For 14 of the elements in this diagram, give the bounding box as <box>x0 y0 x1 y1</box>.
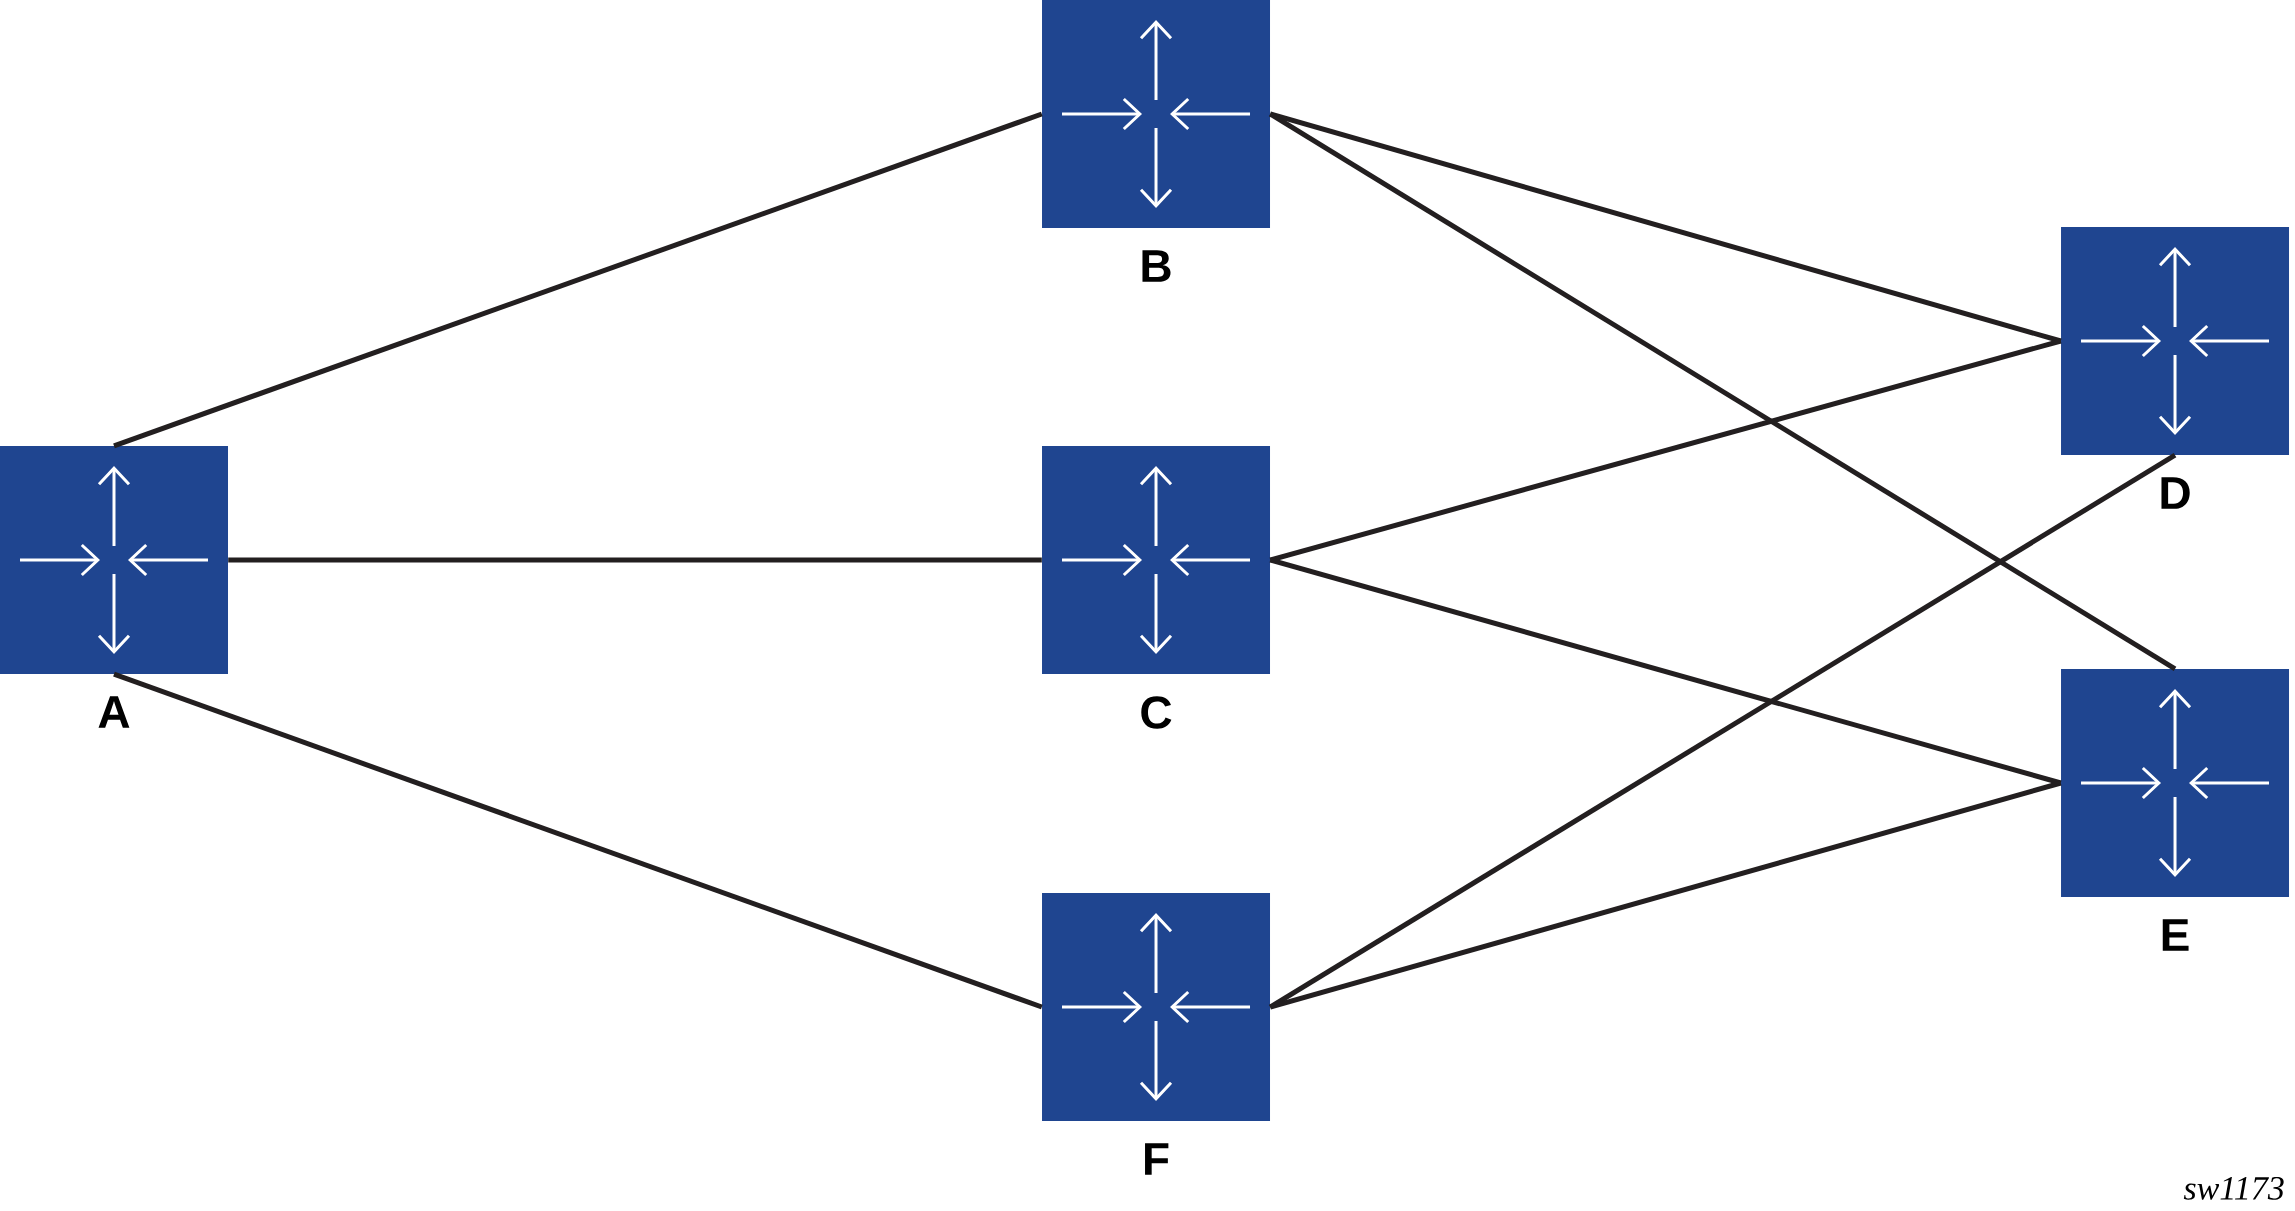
node-label: E <box>2162 919 2189 951</box>
connection-line <box>113 111 1043 449</box>
node-label: B <box>1142 250 1171 282</box>
connection-line <box>1269 338 2062 563</box>
connection-line <box>113 671 1043 1010</box>
node-label: A <box>98 696 130 728</box>
connection-line <box>1269 557 2062 786</box>
connection-line <box>1268 111 2177 671</box>
figure-id: sw1173 <box>2183 1177 2284 1200</box>
node-label: F <box>1145 1143 1169 1175</box>
connection-line <box>228 557 1042 563</box>
node-label: D <box>2161 477 2190 509</box>
node-label: C <box>1141 696 1172 729</box>
connection-line <box>1269 780 2062 1010</box>
